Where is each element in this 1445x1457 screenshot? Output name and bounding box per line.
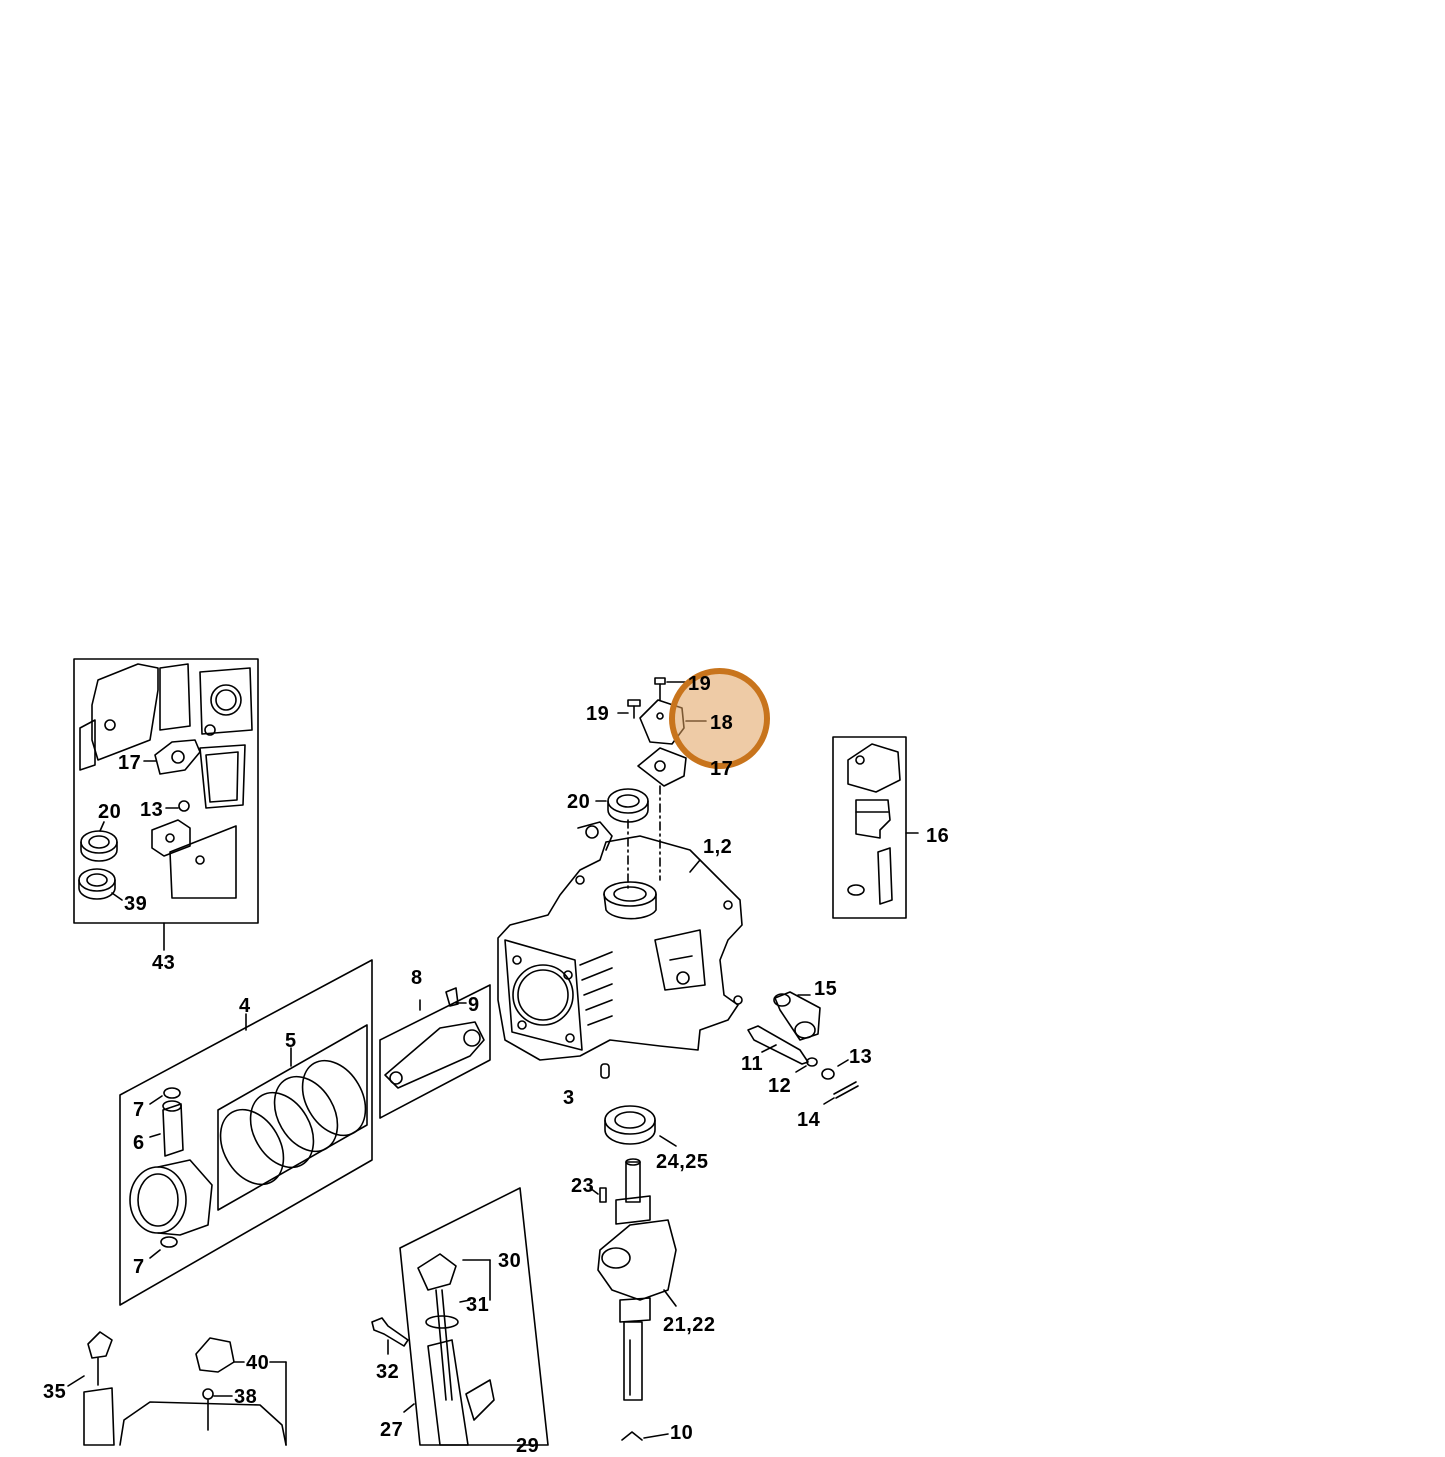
- crankshaft: [589, 1158, 677, 1401]
- piston-kit-group: [119, 959, 373, 1306]
- oil-fill-group: [371, 1187, 549, 1446]
- callout-11: 11: [741, 1053, 764, 1075]
- bottom-left-parts: [67, 1331, 669, 1446]
- valve-kit-group: [832, 736, 919, 919]
- callout-8: 8: [411, 967, 423, 989]
- callout-38: 38: [234, 1386, 258, 1408]
- callout-30: 30: [498, 1250, 522, 1272]
- breather-group: [617, 677, 707, 891]
- callout-7: 7: [133, 1256, 145, 1278]
- callout-5: 5: [285, 1030, 297, 1052]
- callout-29: 29: [516, 1435, 540, 1457]
- callout-39: 39: [124, 893, 148, 915]
- callout-27: 27: [380, 1419, 404, 1441]
- callout-12: 12: [768, 1075, 792, 1097]
- callout-20-kit: 20: [98, 801, 122, 823]
- callout-32: 32: [376, 1361, 400, 1383]
- callout-40: 40: [246, 1352, 270, 1374]
- callout-13-kit: 13: [140, 799, 164, 821]
- callout-13: 13: [849, 1046, 873, 1068]
- highlight-circle: [669, 668, 770, 769]
- callout-6: 6: [133, 1132, 145, 1154]
- callout-23: 23: [571, 1175, 595, 1197]
- callout-35: 35: [43, 1381, 67, 1403]
- callout-14: 14: [797, 1109, 821, 1131]
- callout-19: 19: [586, 703, 610, 725]
- callout-31: 31: [466, 1294, 490, 1316]
- callout-19: 19: [688, 673, 712, 695]
- callout-24-25: 24,25: [656, 1151, 709, 1173]
- callout-17-kit: 17: [118, 752, 142, 774]
- main-bearing: [604, 1105, 677, 1147]
- callout-20: 20: [567, 791, 591, 813]
- crank-seal-top: [595, 788, 649, 823]
- conrod-kit-group: [379, 984, 491, 1119]
- callout-7: 7: [133, 1099, 145, 1121]
- callout-9: 9: [468, 994, 480, 1016]
- callout-21-22: 21,22: [663, 1314, 716, 1336]
- governor-parts-group: [747, 991, 859, 1105]
- callout-18: 18: [710, 712, 734, 734]
- gasket-kit-group: [73, 658, 259, 951]
- callout-16: 16: [926, 825, 950, 847]
- crankcase-block: [497, 821, 743, 1079]
- callout-1-2: 1,2: [703, 836, 733, 858]
- callout-4: 4: [239, 995, 251, 1017]
- callout-17: 17: [710, 758, 734, 780]
- callout-3: 3: [563, 1087, 575, 1109]
- callout-10: 10: [670, 1422, 694, 1444]
- callout-15: 15: [814, 978, 838, 1000]
- callout-43: 43: [152, 952, 176, 974]
